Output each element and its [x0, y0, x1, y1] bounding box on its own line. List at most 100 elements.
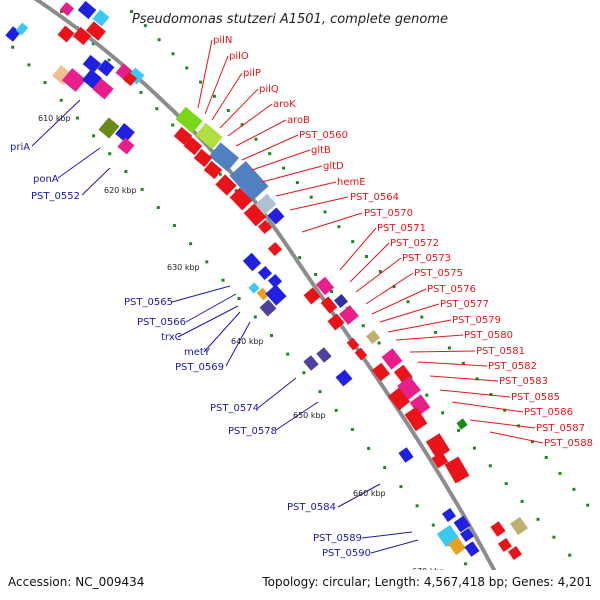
gene-label-aroK[interactable]: aroK — [273, 99, 296, 110]
gene-label-PST_0581[interactable]: PST_0581 — [476, 346, 525, 357]
gene-label-ponA[interactable]: ponA — [33, 174, 59, 185]
ring-dot — [568, 553, 572, 557]
gene-feature — [15, 22, 29, 36]
gene-label-PST_0564[interactable]: PST_0564 — [350, 192, 399, 203]
tick-label-650: 650 kbp — [293, 411, 326, 420]
gene-label-PST_0582[interactable]: PST_0582 — [488, 361, 537, 372]
gene-label-PST_0587[interactable]: PST_0587 — [536, 423, 585, 434]
leader-line-forward — [365, 272, 414, 305]
gene-label-gltD[interactable]: gltD — [323, 161, 344, 172]
gene-label-PST_0573[interactable]: PST_0573 — [402, 253, 451, 264]
ring-dot — [572, 487, 576, 491]
ring-dot — [205, 260, 209, 264]
ring-dot — [530, 440, 534, 444]
gene-label-trxC[interactable]: trxC — [161, 332, 182, 343]
gene-label-PST_0577[interactable]: PST_0577 — [440, 299, 489, 310]
gene-label-PST_0570[interactable]: PST_0570 — [364, 208, 413, 219]
gene-label-PST_0576[interactable]: PST_0576 — [427, 284, 476, 295]
ring-dot — [240, 123, 244, 127]
ring-dot — [406, 300, 410, 304]
gene-feature — [371, 362, 391, 382]
gene-label-PST_0578[interactable]: PST_0578 — [228, 426, 277, 437]
gene-label-PST_0585[interactable]: PST_0585 — [511, 392, 560, 403]
gene-feature — [354, 347, 368, 361]
ring-dot — [558, 471, 562, 475]
gene-feature — [425, 433, 451, 459]
ring-dot — [434, 330, 438, 334]
leader-line-reverse — [225, 321, 251, 367]
ring-dot — [171, 123, 175, 127]
gene-feature — [456, 418, 468, 430]
footer-background — [0, 570, 600, 600]
leader-line-forward — [204, 55, 229, 115]
gene-label-PST_0589[interactable]: PST_0589 — [313, 533, 362, 544]
gene-label-PST_0583[interactable]: PST_0583 — [499, 376, 548, 387]
gene-feature — [243, 203, 267, 227]
gene-feature — [316, 347, 332, 363]
ring-dot — [130, 10, 133, 13]
gene-feature — [86, 21, 106, 41]
tick-label-640: 640 kbp — [231, 337, 264, 346]
gene-label-pilP[interactable]: pilP — [243, 68, 261, 79]
gene-feature — [267, 207, 285, 225]
gene-label-hemE[interactable]: hemE — [337, 177, 366, 188]
gene-label-priA[interactable]: priA — [10, 142, 30, 153]
ring-dot — [59, 98, 63, 102]
gene-label-gltB[interactable]: gltB — [311, 145, 331, 156]
ring-dot — [60, 10, 63, 13]
ring-dot — [377, 341, 381, 345]
gene-feature — [173, 126, 193, 146]
gene-label-PST_0580[interactable]: PST_0580 — [464, 330, 513, 341]
gene-label-aroB[interactable]: aroB — [287, 115, 310, 126]
gene-label-PST_0565[interactable]: PST_0565 — [124, 297, 173, 308]
gene-label-PST_0560[interactable]: PST_0560 — [299, 130, 348, 141]
ring-dot — [226, 109, 230, 112]
gene-label-PST_0574[interactable]: PST_0574 — [210, 403, 259, 414]
leader-line-forward — [451, 401, 524, 413]
gene-label-pilN[interactable]: pilN — [213, 35, 232, 46]
ring-dot — [218, 172, 222, 176]
gene-feature — [498, 538, 512, 552]
leader-line-forward — [387, 319, 452, 333]
ring-dot — [309, 195, 313, 199]
ring-dot — [520, 499, 524, 503]
gene-feature — [229, 161, 269, 201]
gene-label-PST_0588[interactable]: PST_0588 — [544, 438, 593, 449]
gene-feature — [346, 337, 360, 351]
tick-label-660: 660 kbp — [353, 489, 386, 498]
gene-label-metY[interactable]: metY — [184, 347, 211, 358]
gene-label-PST_0552[interactable]: PST_0552 — [31, 191, 80, 202]
gene-label-PST_0586[interactable]: PST_0586 — [524, 407, 573, 418]
gene-label-PST_0571[interactable]: PST_0571 — [377, 223, 426, 234]
ring-dot — [431, 523, 435, 527]
leader-line-forward — [429, 375, 499, 382]
gene-label-PST_0569[interactable]: PST_0569 — [175, 362, 224, 373]
ring-dot — [254, 137, 258, 141]
leader-line-forward — [241, 134, 299, 161]
gene-feature — [453, 515, 471, 533]
gene-label-PST_0566[interactable]: PST_0566 — [137, 317, 186, 328]
tick-label-610: 610 kbp — [38, 114, 71, 123]
gene-label-PST_0590[interactable]: PST_0590 — [322, 548, 371, 559]
gene-feature — [267, 241, 283, 257]
gene-label-PST_0579[interactable]: PST_0579 — [452, 315, 501, 326]
gene-label-pilQ[interactable]: pilQ — [259, 84, 279, 95]
leader-line-forward — [339, 227, 377, 271]
ring-dot — [253, 315, 257, 319]
gene-feature — [92, 78, 114, 100]
leader-line-reverse — [57, 147, 101, 179]
gene-label-PST_0572[interactable]: PST_0572 — [390, 238, 439, 249]
gene-feature — [460, 528, 474, 542]
leader-line-forward — [409, 350, 476, 353]
gene-feature — [203, 160, 223, 180]
gene-label-PST_0575[interactable]: PST_0575 — [414, 268, 463, 279]
ring-dot — [457, 428, 461, 432]
ring-dot — [91, 42, 95, 46]
leader-line-reverse — [177, 305, 239, 338]
ring-dot — [157, 38, 161, 42]
gene-feature — [72, 26, 92, 46]
leader-line-forward — [301, 212, 363, 233]
gene-label-pilO[interactable]: pilO — [229, 51, 249, 62]
gene-label-PST_0584[interactable]: PST_0584 — [287, 502, 336, 513]
ring-dot — [140, 188, 144, 191]
